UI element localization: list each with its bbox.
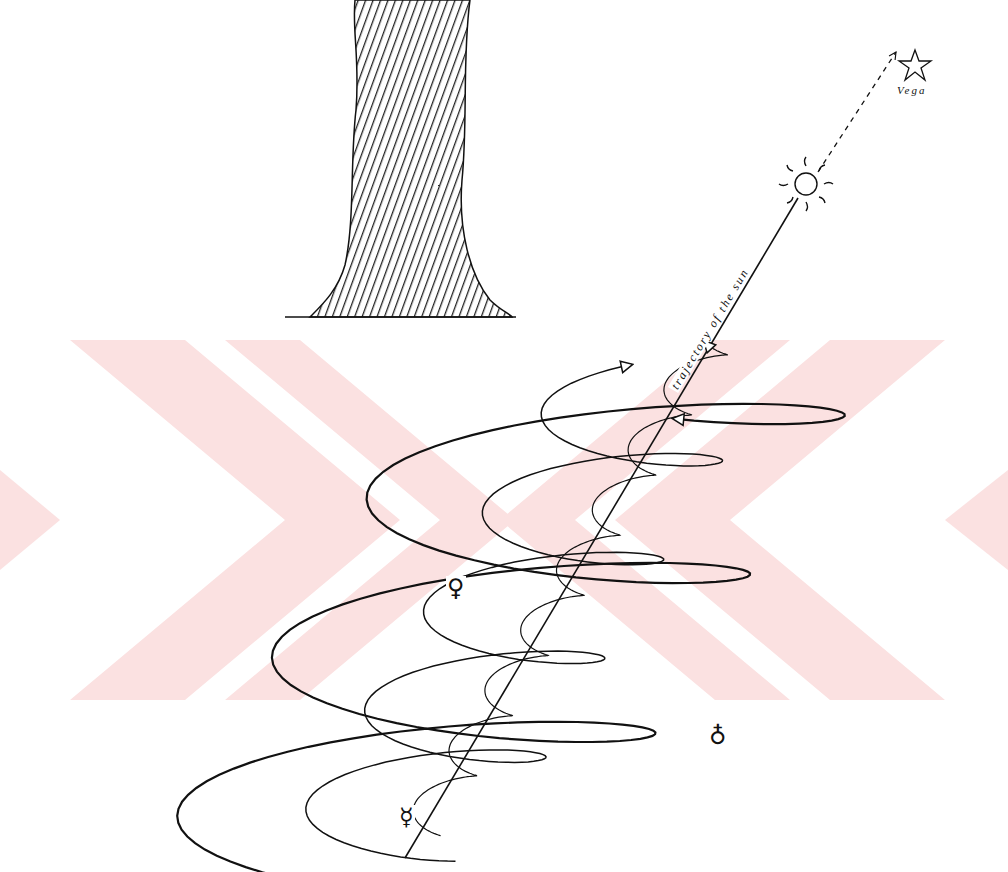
planet-symbol: ☿ (398, 805, 415, 829)
sun-symbol (779, 157, 833, 211)
star-name: Vega (897, 85, 926, 96)
tree-trunk (285, 0, 516, 317)
vega-star (899, 50, 931, 80)
planet-symbol: ♀ (446, 576, 466, 600)
earth-helix (177, 404, 845, 872)
direction-to-vega (818, 52, 896, 172)
watermark (0, 340, 1008, 700)
venus-helix (306, 365, 723, 862)
planet-symbol: ♁ (708, 724, 728, 748)
